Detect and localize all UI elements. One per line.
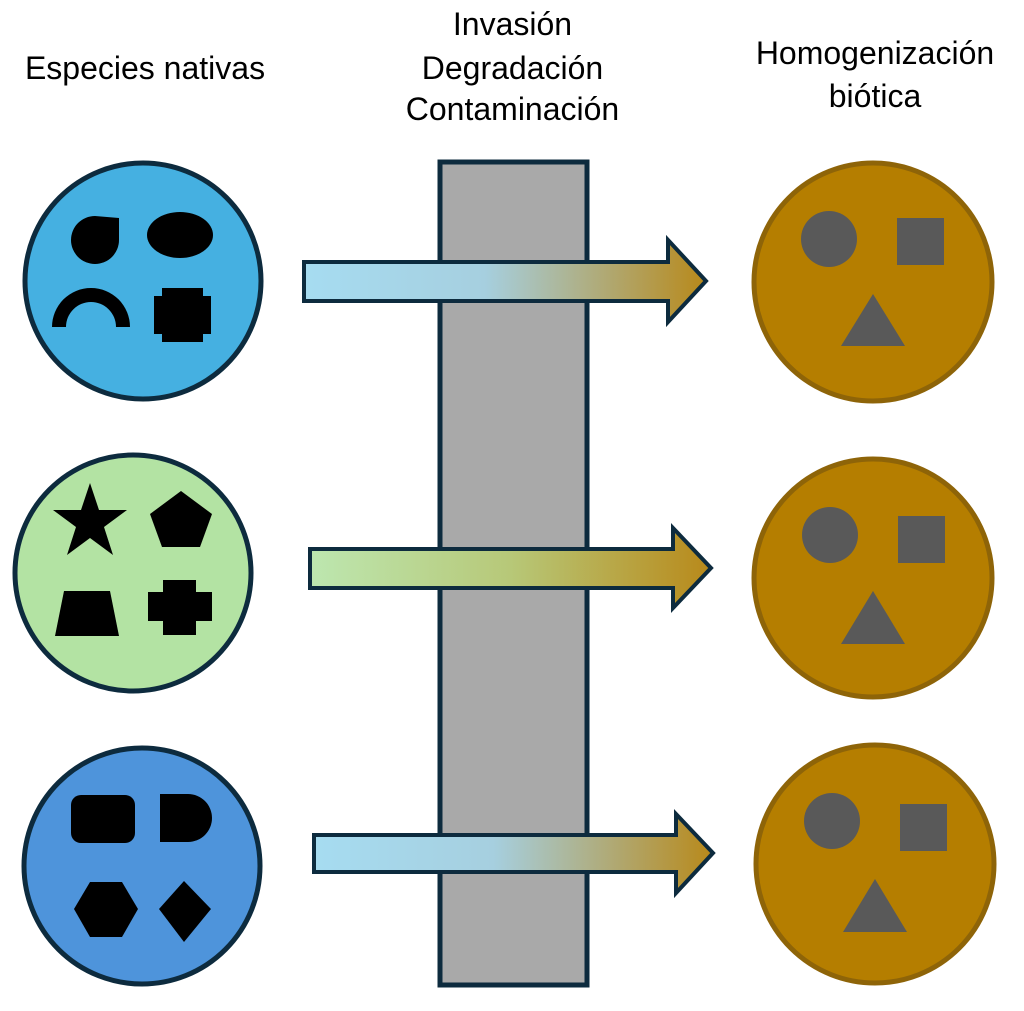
arrow-row-1 <box>302 234 709 328</box>
arch-icon <box>52 288 130 327</box>
native-community-1 <box>22 160 264 402</box>
heading-threats-line-1: Invasión <box>452 6 573 42</box>
homogenized-community-2 <box>751 456 995 700</box>
native-community-2 <box>12 452 254 694</box>
triangle-icon <box>841 294 905 346</box>
diamond-icon <box>159 881 211 942</box>
square-icon <box>897 218 944 265</box>
heading-native-species: Especies nativas <box>24 50 266 86</box>
native-community-3 <box>21 745 263 987</box>
hexagon-icon <box>74 882 138 937</box>
square-icon <box>898 516 945 563</box>
pentagon-icon <box>150 491 212 547</box>
triangle-icon <box>841 591 905 644</box>
square-icon <box>900 804 947 851</box>
d-shape-icon <box>160 794 212 842</box>
heading-homogenization-line-2: biótica <box>828 78 922 114</box>
arrow-row-2 <box>308 522 714 614</box>
circle-icon <box>804 793 860 849</box>
circle-icon <box>802 507 858 563</box>
arrow-row-3 <box>312 808 716 899</box>
heading-threats-line-2: Degradación <box>421 50 604 86</box>
circle-icon <box>801 211 857 267</box>
heading-threats-line-3: Contaminación <box>405 91 620 127</box>
octagon-icon <box>154 288 211 342</box>
cross-icon <box>148 580 212 635</box>
homogenized-community-3 <box>753 742 997 986</box>
rounded-rectangle-icon <box>71 795 135 843</box>
ellipse-icon <box>147 212 213 258</box>
triangle-icon <box>843 879 907 932</box>
heading-homogenization-line-1: Homogenización <box>755 35 995 71</box>
trapezoid-icon <box>55 591 119 636</box>
star-icon <box>53 483 127 555</box>
homogenized-community-1 <box>751 160 995 404</box>
teardrop-icon <box>71 216 119 264</box>
